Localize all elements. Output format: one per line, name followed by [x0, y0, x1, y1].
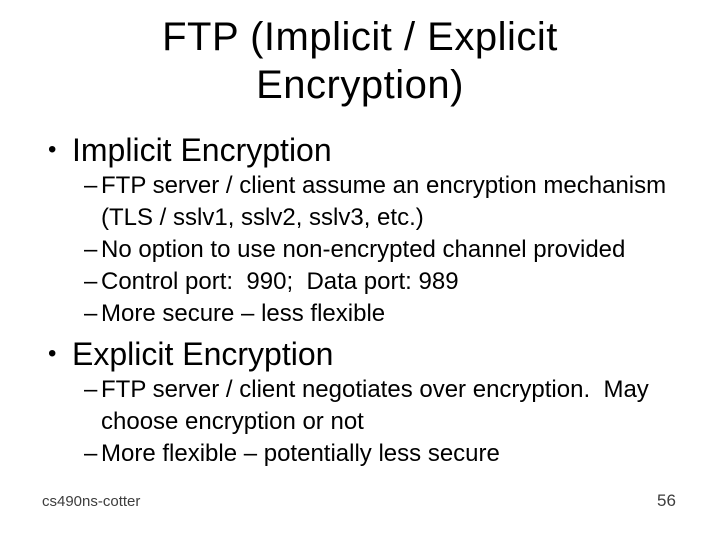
sub-bullet-text: FTP server / client negotiates over encr…: [101, 376, 656, 435]
bullet-icon: •: [48, 136, 57, 163]
footer-course-label: cs490ns-cotter: [42, 493, 141, 510]
sub-bullet-item: – More secure – less flexible: [84, 298, 678, 330]
slide-title: FTP (Implicit / Explicit Encryption): [0, 13, 720, 109]
sub-bullet-text: More flexible – potentially less secure: [101, 440, 500, 467]
sub-bullet-text: No option to use non-encrypted channel p…: [101, 236, 626, 263]
bullet-item-explicit-encryption: • Explicit Encryption: [48, 334, 678, 374]
slide-title-line-2: Encryption): [256, 63, 464, 107]
dash-icon: –: [84, 440, 98, 467]
sub-bullet-item: – Control port: 990; Data port: 989: [84, 266, 678, 298]
sub-bullet-item: – FTP server / client negotiates over en…: [84, 374, 678, 438]
bullet-icon: •: [48, 340, 57, 367]
slide-body: • Implicit Encryption – FTP server / cli…: [48, 130, 678, 470]
dash-icon: –: [84, 172, 98, 199]
sub-bullet-item: – More flexible – potentially less secur…: [84, 438, 678, 470]
bullet-label: Explicit Encryption: [72, 336, 334, 372]
bullet-label: Implicit Encryption: [72, 132, 332, 168]
slide-title-line-1: FTP (Implicit / Explicit: [162, 15, 558, 59]
dash-icon: –: [84, 300, 98, 327]
sub-bullet-item: – FTP server / client assume an encrypti…: [84, 170, 678, 234]
sub-bullet-text: Control port: 990; Data port: 989: [101, 268, 459, 295]
dash-icon: –: [84, 268, 98, 295]
sub-bullet-item: – No option to use non-encrypted channel…: [84, 234, 678, 266]
sub-bullet-text: More secure – less flexible: [101, 300, 386, 327]
slide-number: 56: [657, 491, 676, 510]
sub-bullet-text: FTP server / client assume an encryption…: [101, 172, 673, 231]
dash-icon: –: [84, 376, 98, 403]
dash-icon: –: [84, 236, 98, 263]
bullet-item-implicit-encryption: • Implicit Encryption: [48, 130, 678, 170]
